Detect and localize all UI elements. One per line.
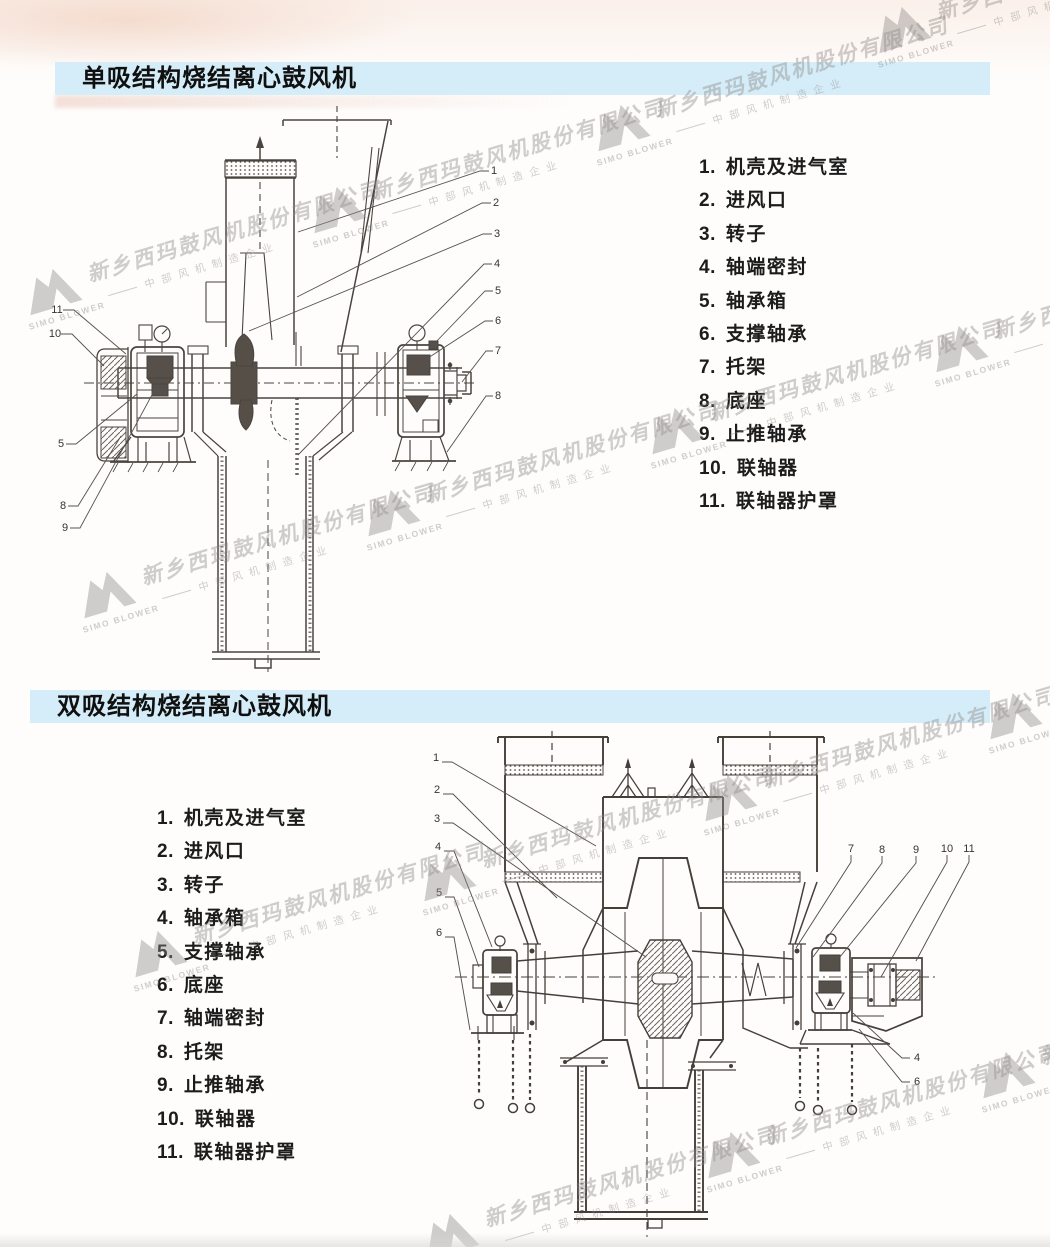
callout-number: 3 [433, 813, 441, 825]
callout-number: 7 [494, 345, 502, 357]
parts-list-item: 3.转子 [157, 874, 225, 896]
parts-list-item: 8.底座 [699, 390, 767, 412]
callout-number: 10 [48, 328, 62, 340]
callout-number: 9 [61, 522, 69, 534]
callout-number: 2 [492, 197, 500, 209]
parts-list-item: 6.支撑轴承 [699, 323, 808, 345]
parts-list-item: 1.机壳及进气室 [157, 808, 307, 829]
callout-number: 6 [494, 315, 502, 327]
section1-title: 单吸结构烧结离心鼓风机 [82, 65, 357, 92]
double-suction-linework [442, 731, 970, 1237]
parts-list-item: 5.支撑轴承 [157, 941, 266, 963]
parts-list-item: 10.联轴器 [157, 1108, 257, 1130]
callout-number: 4 [434, 841, 442, 853]
callout-number: 8 [59, 500, 67, 512]
parts-list-item: 7.轴端密封 [157, 1008, 266, 1030]
callout-number: 8 [494, 390, 502, 402]
simo-blower-logo-icon [936, 325, 989, 373]
parts-list-item: 4.轴端密封 [699, 257, 808, 279]
callout-number: 10 [940, 843, 954, 855]
parts-list-item: 2.进风口 [157, 841, 246, 863]
company-watermark: SIMO BLOWER 新乡西玛鼓风机股份有限公司 中部风机制造企业 [921, 230, 1050, 389]
callout-number: 9 [912, 844, 920, 856]
double-suction-blower-diagram [425, 725, 1015, 1247]
parts-list-double-suction: 1.机壳及进气室 2.进风口 3.转子 4.轴承箱 5.支撑轴承 6.底座 7.… [157, 802, 307, 1169]
parts-list-item: 1.机壳及进气室 [699, 157, 849, 178]
callout-number: 11 [963, 843, 975, 855]
callout-number: 4 [913, 1052, 921, 1064]
parts-list-item: 3.转子 [699, 223, 767, 245]
callout-number: 1 [432, 752, 440, 764]
simo-blower-logo-icon [652, 407, 705, 455]
parts-list-item: 10.联轴器 [699, 457, 799, 479]
single-suction-blower-diagram [40, 100, 510, 680]
section1-header-bar: 单吸结构烧结离心鼓风机 [55, 62, 990, 95]
callout-number: 11 [51, 304, 63, 316]
callout-number: 5 [494, 285, 502, 297]
section2-header-bar: 双吸结构烧结离心鼓风机 [30, 690, 990, 723]
parts-list-single-suction: 1.机壳及进气室 2.进风口 3.转子 4.轴端密封 5.轴承箱 6.支撑轴承 … [699, 151, 849, 518]
simo-blower-logo-icon [598, 104, 651, 152]
single-suction-linework [61, 106, 493, 672]
callout-number: 8 [878, 844, 886, 856]
callout-number: 7 [847, 843, 855, 855]
company-watermark: SIMO BLOWER 新乡西玛鼓风机股份有限公司 中部风机制造企业 [864, 0, 1050, 70]
simo-blower-logo-icon [879, 6, 932, 54]
parts-list-item: 9.止推轴承 [157, 1075, 266, 1097]
parts-list-item: 4.轴承箱 [157, 908, 246, 930]
section2-title: 双吸结构烧结离心鼓风机 [57, 693, 332, 720]
callout-number: 3 [493, 228, 501, 240]
callout-number: 5 [435, 887, 443, 899]
parts-list-item: 11.联轴器护罩 [699, 490, 839, 512]
callout-number: 6 [913, 1076, 921, 1088]
callout-number: 4 [493, 258, 501, 270]
parts-list-item: 2.进风口 [699, 190, 788, 212]
parts-list-item: 8.托架 [157, 1041, 225, 1063]
parts-list-item: 5.轴承箱 [699, 290, 788, 312]
parts-list-item: 6.底座 [157, 974, 225, 996]
parts-list-item: 9.止推轴承 [699, 424, 808, 446]
callout-number: 1 [490, 165, 498, 177]
callout-number: 5 [57, 438, 65, 450]
callout-number: 2 [433, 784, 441, 796]
parts-list-item: 7.托架 [699, 357, 767, 379]
parts-list-item: 11.联轴器护罩 [157, 1141, 297, 1163]
callout-number: 6 [435, 927, 443, 939]
